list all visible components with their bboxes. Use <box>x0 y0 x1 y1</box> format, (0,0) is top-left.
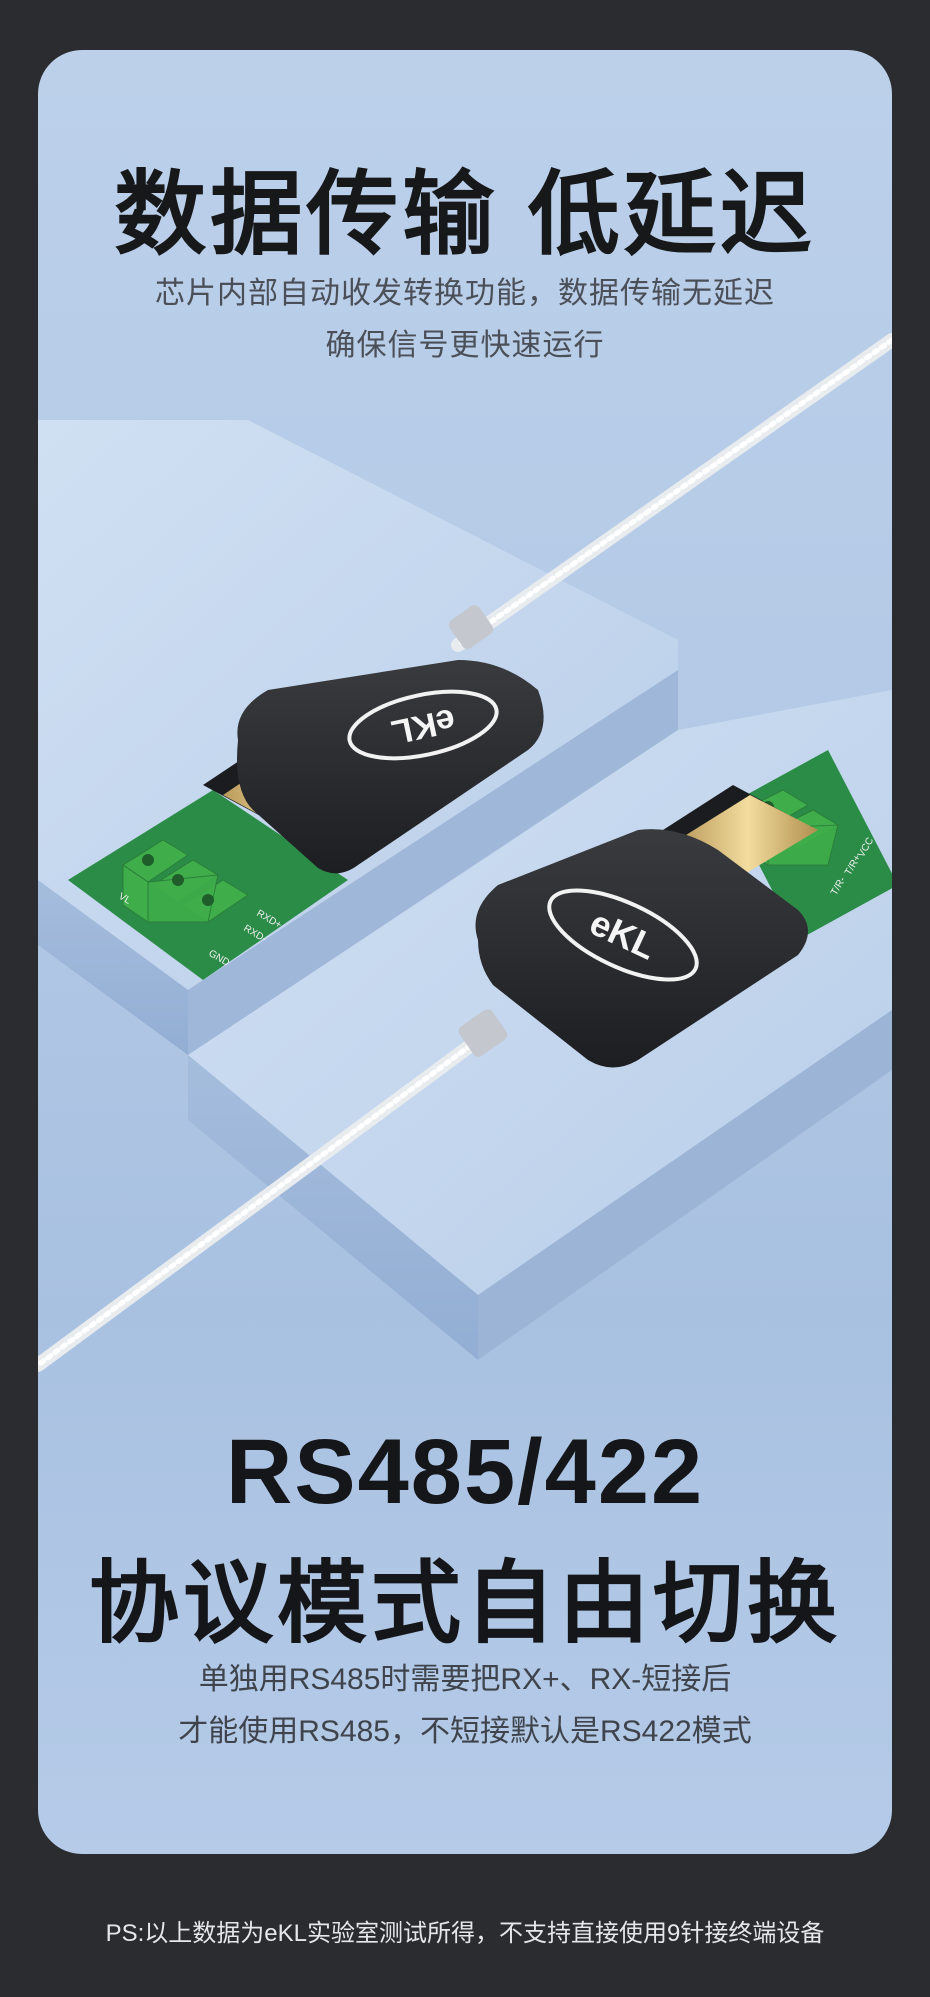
subtitle-line-2: 确保信号更快速运行 <box>325 329 605 362</box>
left-adapter: eKL RXD- RXD+ GND VL <box>68 660 544 980</box>
product-photo: eKL RXD- RXD+ GND VL eKL VCC T/R+ <box>38 333 892 1372</box>
feature-desc-line-2: 才能使用RS485，不短接默认是RS422模式 <box>178 1715 752 1748</box>
feature-heading-line-2: 协议模式自由切换 <box>89 1554 841 1654</box>
cable-lower <box>38 1009 508 1372</box>
footer-note: PS:以上数据为eKL实验室测试所得，不支持直接使用9针接终端设备 <box>105 1920 825 1947</box>
terminal-label: VL <box>117 891 133 907</box>
content-card: 数据传输 低延迟 芯片内部自动收发转换功能，数据传输无延迟 确保信号更快速运行 <box>38 50 892 1854</box>
feature-heading-line-1: RS485/422 <box>225 1421 705 1523</box>
page-title: 数据传输 低延迟 <box>114 164 816 266</box>
cable-upper <box>448 333 892 652</box>
right-adapter: eKL VCC T/R+ T/R- <box>475 750 892 1068</box>
feature-desc-line-1: 单独用RS485时需要把RX+、RX-短接后 <box>198 1663 732 1696</box>
subtitle-line-1: 芯片内部自动收发转换功能，数据传输无延迟 <box>155 277 775 310</box>
